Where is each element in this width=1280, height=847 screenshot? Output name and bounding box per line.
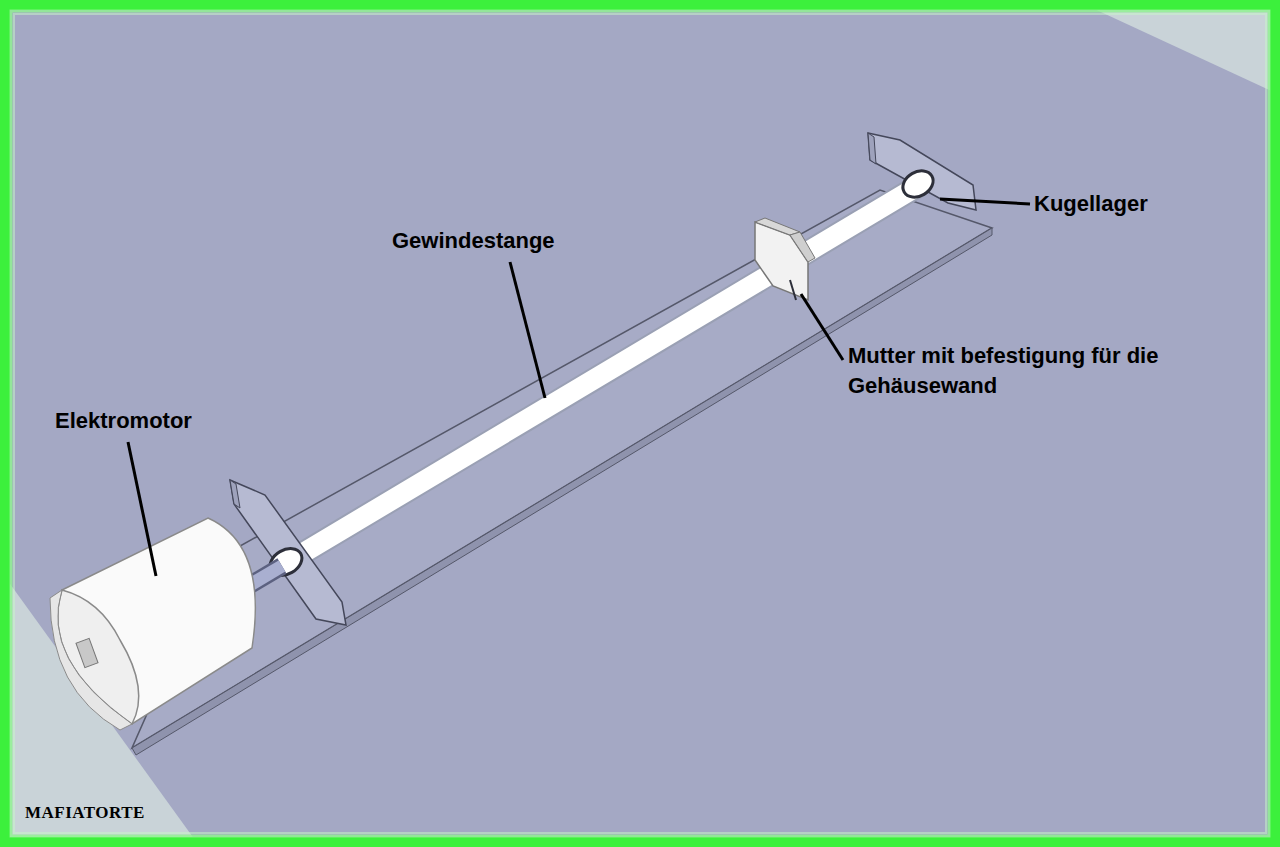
leader-line — [801, 294, 843, 360]
base-plate — [132, 190, 992, 748]
leader-line — [510, 262, 545, 398]
base-plate-edge — [132, 228, 992, 755]
frame-glow — [11, 11, 1269, 836]
threaded-rod-outline — [288, 186, 918, 562]
part-label: Gewindestange — [392, 226, 632, 256]
threaded-rod — [288, 186, 918, 562]
part-label: Elektromotor — [55, 406, 275, 436]
nut-slot — [790, 280, 796, 300]
frame-glow — [14, 14, 1266, 833]
leader-line — [128, 442, 156, 576]
nut-top — [755, 218, 800, 235]
motor-end-rim — [50, 590, 132, 730]
ball-bearing — [898, 166, 938, 203]
frame — [5, 5, 1275, 842]
end-plate-edge — [868, 133, 876, 164]
watermark: MAFIATORTE — [25, 803, 225, 823]
nut-side — [790, 232, 815, 262]
end-plate-edge — [230, 480, 240, 508]
part-label: Mutter mit befestigung für die Gehäusewa… — [848, 341, 1234, 401]
motor-hole — [76, 638, 98, 667]
part-label: Kugellager — [1034, 189, 1234, 219]
leader-line — [940, 199, 1030, 204]
